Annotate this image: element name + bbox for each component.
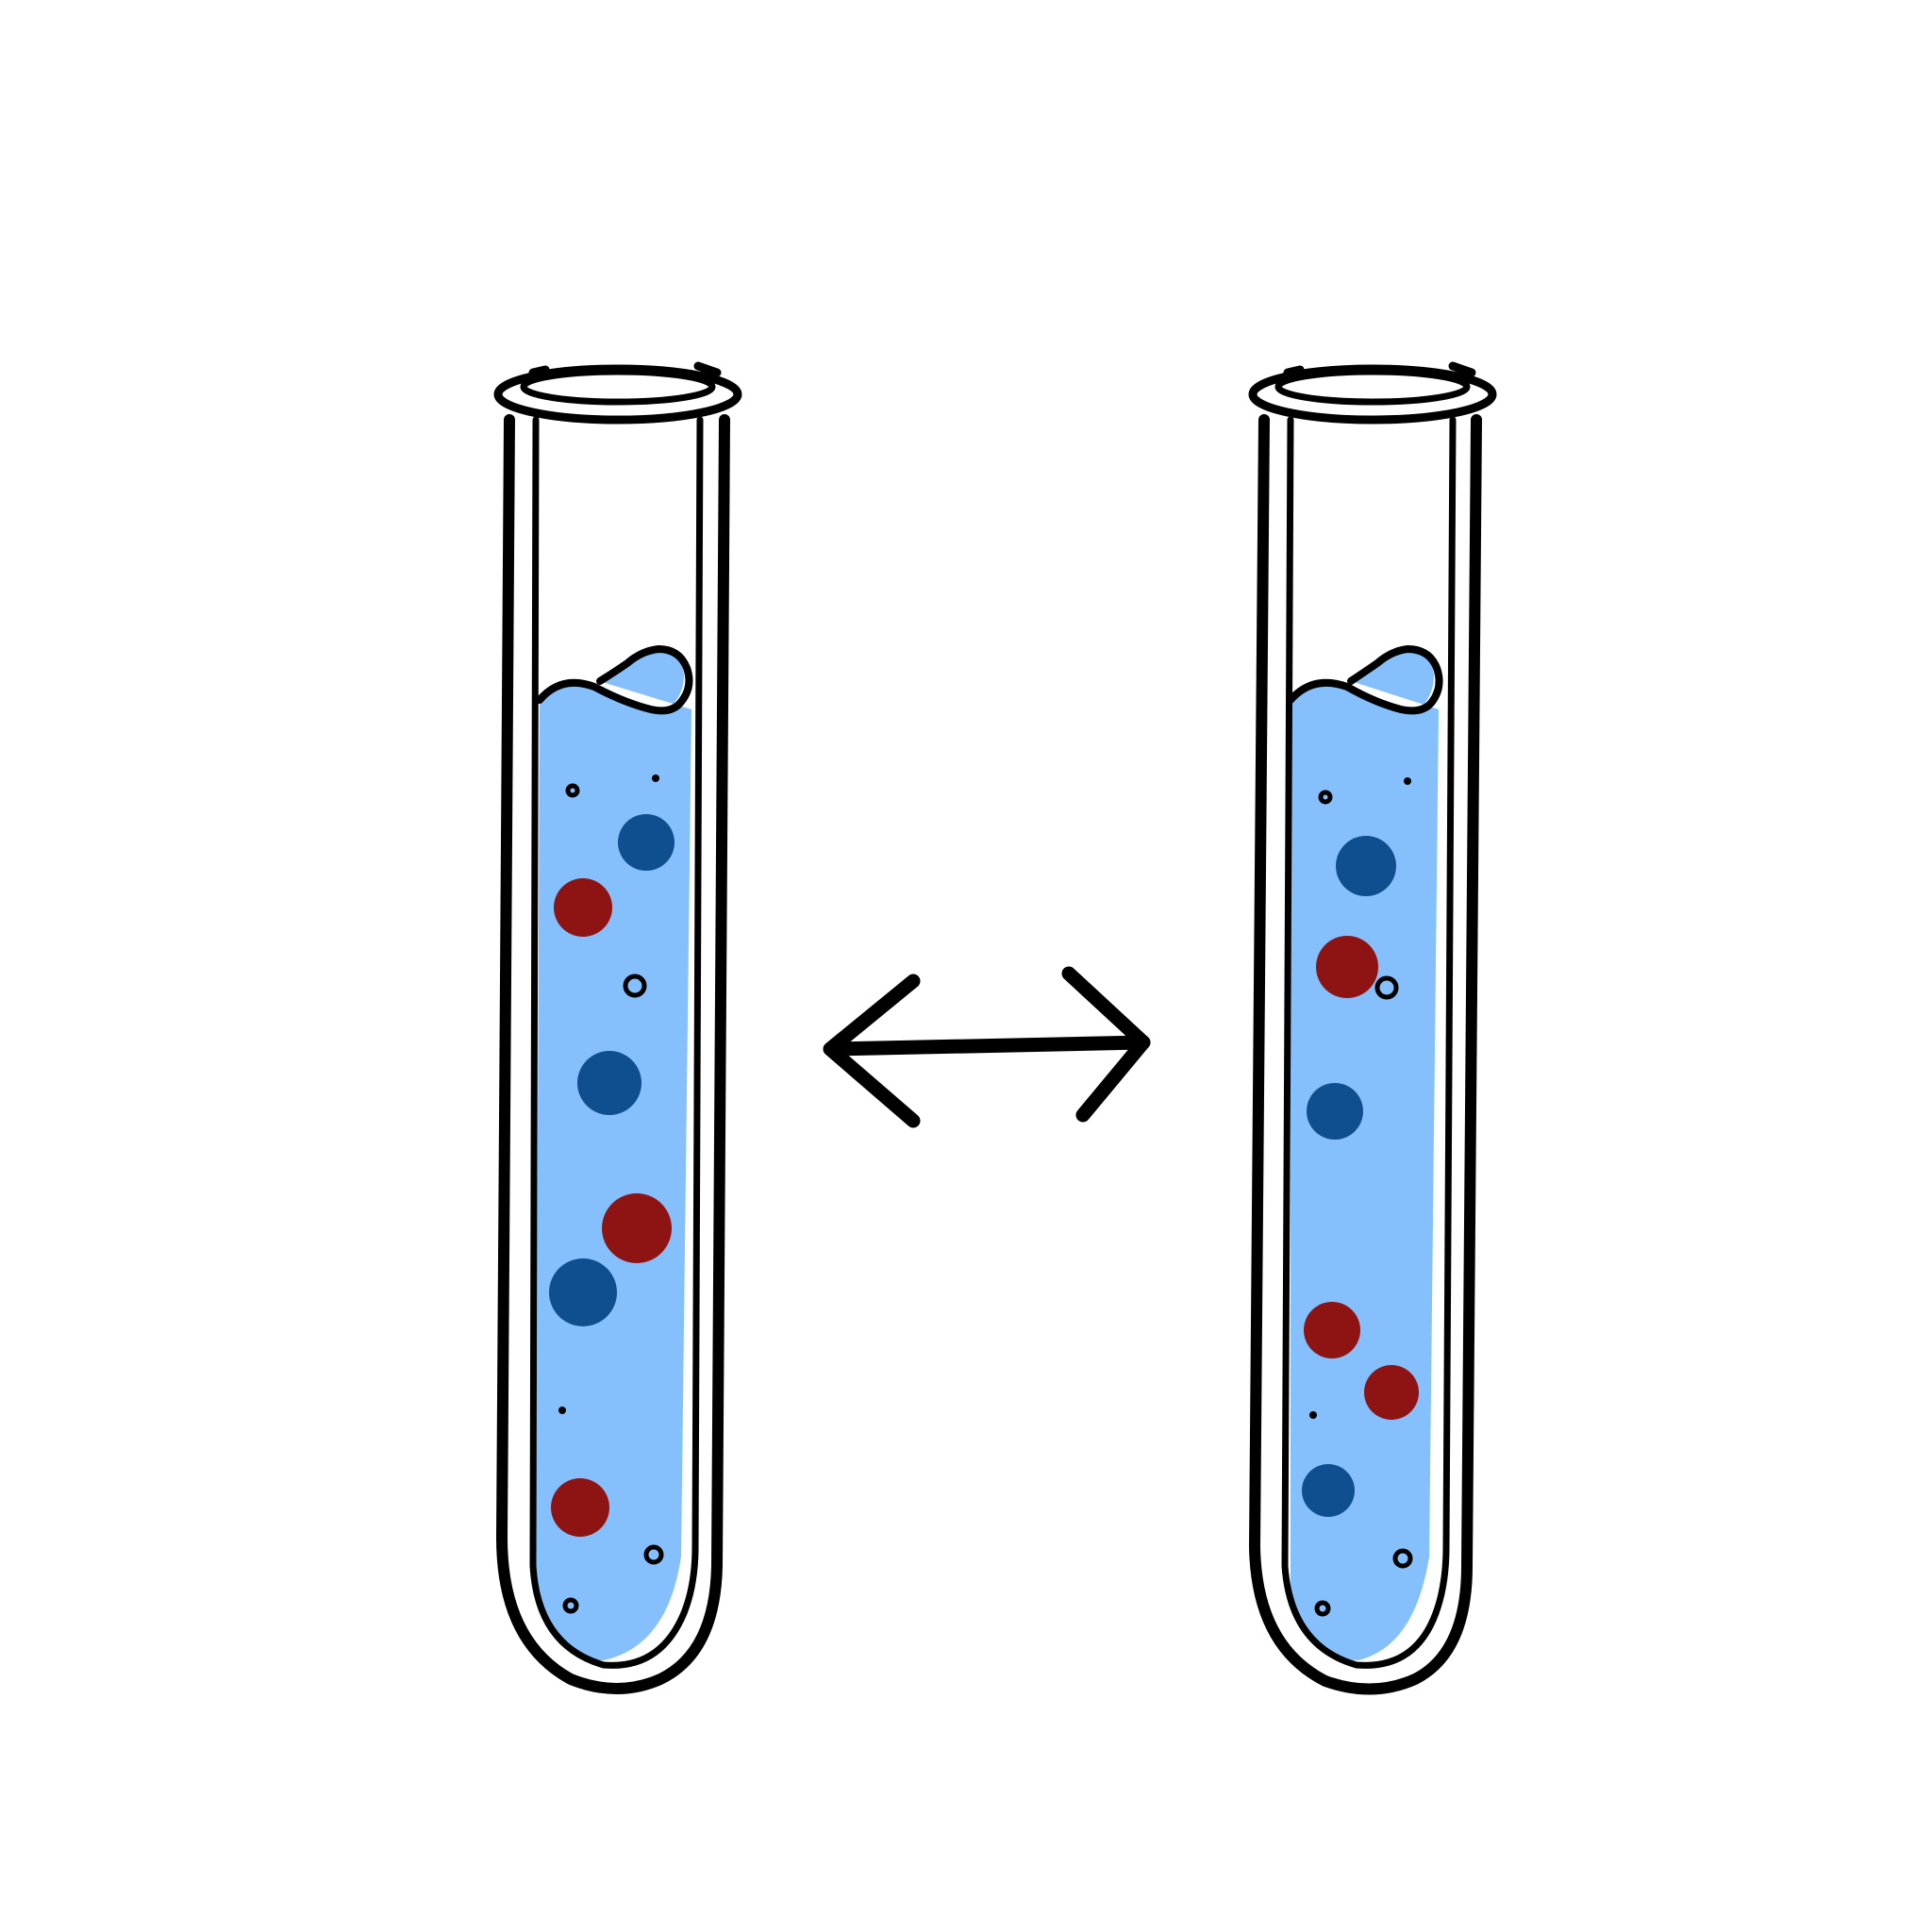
bubble	[623, 974, 647, 998]
double-headed-arrow-icon	[823, 966, 1151, 1128]
liquid-surface-right	[1287, 645, 1443, 715]
tube-rim-inner-left	[520, 368, 716, 406]
particle-red	[602, 1193, 672, 1263]
particle-blue	[618, 814, 675, 871]
bubble	[1309, 1411, 1317, 1419]
bubble	[643, 1544, 664, 1565]
tube-inner-wall-left	[529, 416, 704, 1669]
particle-blue	[1302, 1464, 1355, 1517]
liquid-surface-left	[536, 645, 693, 715]
bubble	[1318, 790, 1333, 805]
tube-inner-wall-right	[1281, 416, 1457, 1669]
particles-left	[549, 814, 675, 1537]
particle-blue	[577, 1051, 641, 1115]
arrow-head-left	[823, 974, 921, 1128]
rim-tick-right-b	[1448, 361, 1476, 377]
particle-blue	[1336, 836, 1396, 896]
rim-tick-right-a	[1283, 365, 1305, 377]
particle-red	[551, 1478, 609, 1537]
tube-rim-inner-right	[1274, 368, 1471, 406]
particle-red	[1304, 1302, 1360, 1358]
test-tube-right	[1248, 361, 1497, 1695]
rim-tick-left-a	[528, 365, 550, 377]
bubble	[565, 783, 580, 798]
particle-blue	[549, 1258, 617, 1326]
rim-tick-left-b	[693, 361, 722, 377]
particle-blue	[1307, 1083, 1363, 1140]
particle-red	[554, 878, 612, 937]
arrow-head-right	[1061, 966, 1151, 1123]
particle-red	[1364, 1365, 1419, 1420]
bubble	[1374, 975, 1399, 1000]
bubble	[558, 1407, 566, 1414]
bubbles-right	[1309, 777, 1413, 1617]
bubble	[562, 1597, 579, 1614]
tube-outer-wall-left	[496, 414, 730, 1694]
tube-outer-wall-right	[1249, 414, 1482, 1695]
test-tube-left	[493, 361, 742, 1694]
bubble	[652, 774, 659, 782]
particle-red	[1316, 936, 1378, 998]
arrow-shaft	[827, 1035, 1151, 1057]
bubbles-left	[558, 774, 664, 1614]
particles-right	[1302, 836, 1419, 1517]
bubble	[1404, 777, 1411, 785]
bubble	[1392, 1548, 1413, 1569]
bubble	[1314, 1600, 1331, 1617]
